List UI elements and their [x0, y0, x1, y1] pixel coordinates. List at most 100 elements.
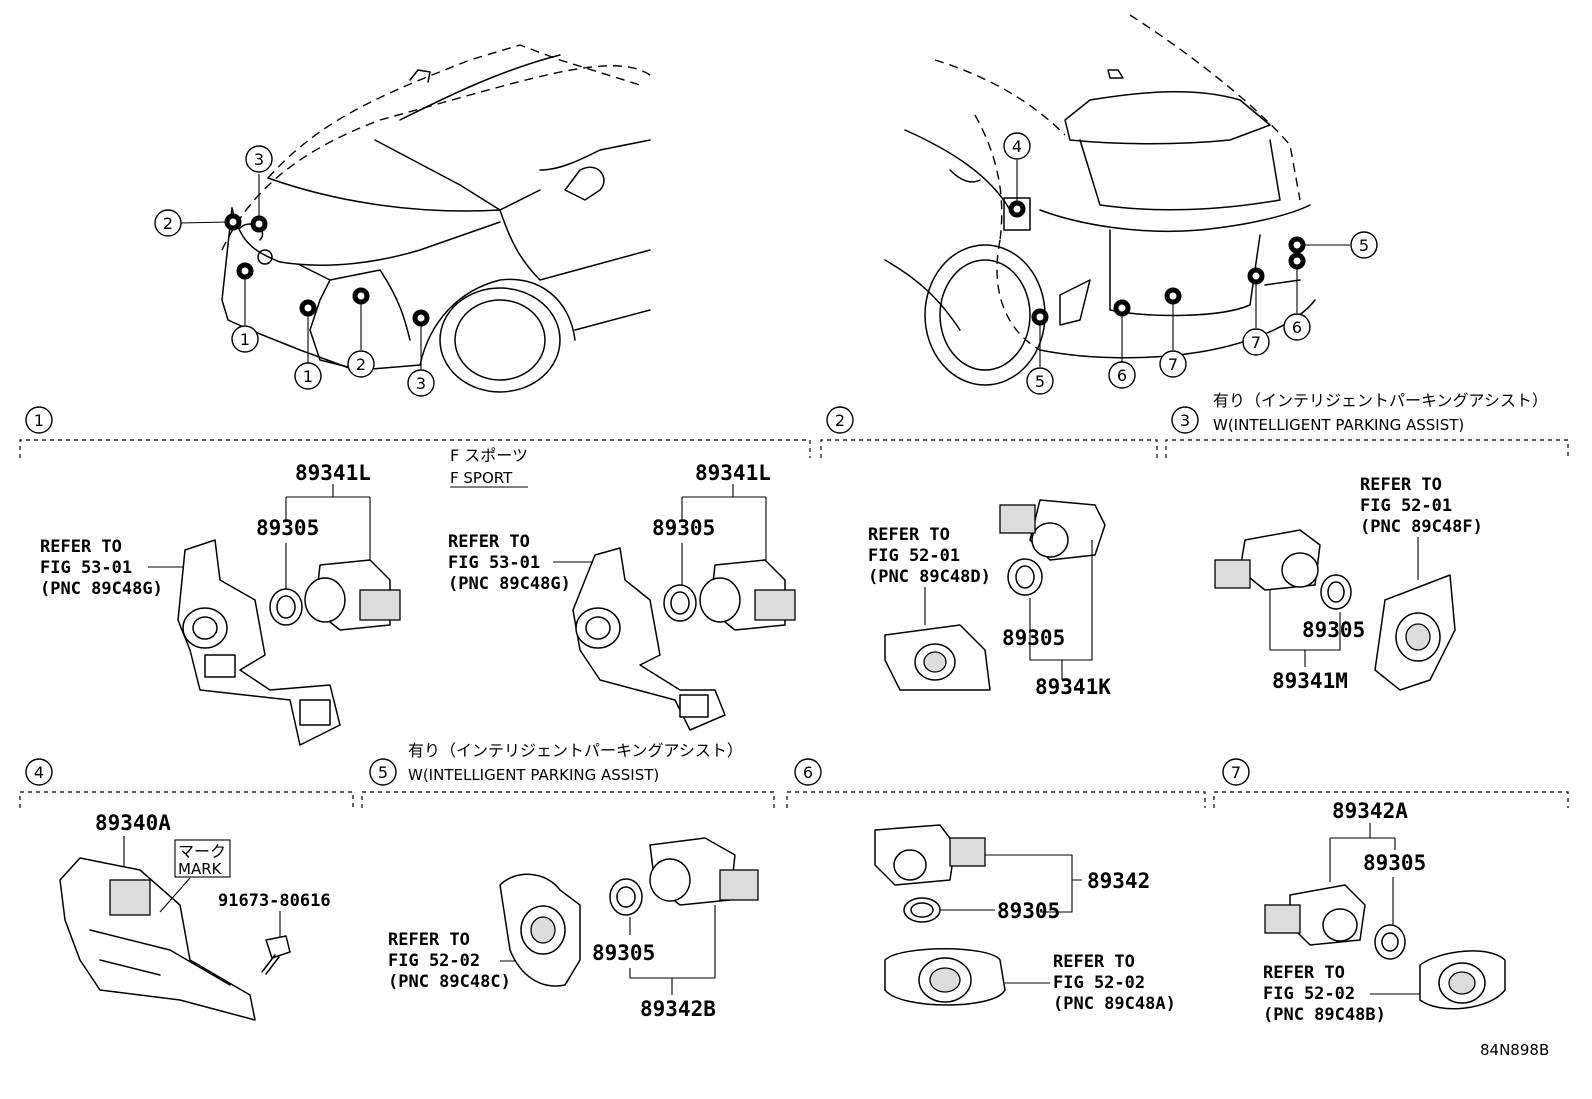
section-4-header: 4 [19, 758, 354, 808]
ref-s6-line3: (PNC 89C48A) [1053, 994, 1176, 1014]
rear-callout-6a: 6 [1283, 313, 1311, 341]
svg-text:3: 3 [254, 150, 264, 169]
svg-text:1: 1 [303, 367, 313, 386]
mark-jp: マーク [178, 842, 226, 861]
svg-text:5: 5 [378, 763, 388, 782]
ref-s2-line3: (PNC 89C48D) [868, 567, 991, 587]
front-callout-3a: 3 [245, 145, 273, 173]
rear-callout-4: 4 [1003, 132, 1031, 160]
part-89305-s6: 89305 [997, 899, 1060, 923]
rear-callout-5a: 5 [1350, 231, 1378, 259]
section-5-note-jp: 有り（インテリジェントパーキングアシスト） [408, 741, 743, 760]
section-3-content: REFER TO FIG 52-01 (PNC 89C48F) 89305 89… [1214, 475, 1483, 693]
ref-s2-line2: FIG 52-01 [868, 546, 960, 566]
section-6-header: 6 [786, 758, 1206, 808]
part-89341L-right: 89341L [695, 461, 771, 485]
section-2-content: REFER TO FIG 52-01 (PNC 89C48D) 89305 89… [868, 499, 1111, 699]
svg-text:6: 6 [1117, 366, 1127, 385]
section-5-note-en: W(INTELLIGENT PARKING ASSIST) [408, 766, 659, 784]
svg-text:2: 2 [163, 214, 173, 233]
svg-text:6: 6 [1292, 318, 1302, 337]
ref-s7-line2: FIG 52-02 [1263, 984, 1355, 1004]
part-89342: 89342 [1087, 869, 1150, 893]
svg-text:5: 5 [1035, 372, 1045, 391]
svg-text:7: 7 [1168, 355, 1178, 374]
section-4-content: 89340A マーク MARK 91673-80616 [59, 811, 331, 1021]
front-car-illustration [221, 44, 651, 393]
ref-s5-line3: (PNC 89C48C) [388, 972, 511, 992]
rear-callout-5b: 5 [1026, 367, 1054, 395]
part-89305-s5: 89305 [592, 941, 655, 965]
svg-text:6: 6 [803, 763, 813, 782]
front-callout-3b: 3 [407, 369, 435, 397]
mark-label-box [174, 839, 231, 878]
svg-text:3: 3 [416, 374, 426, 393]
section-6-content: 89342 89305 REFER TO FIG 52-02 (PNC 89C4… [874, 824, 1176, 1014]
part-89341L-left: 89341L [295, 461, 371, 485]
svg-text:4: 4 [1012, 137, 1022, 156]
part-89342A: 89342A [1332, 799, 1408, 823]
rear-callout-7a: 7 [1159, 350, 1187, 378]
svg-text:3: 3 [1180, 411, 1190, 430]
ref-s1-left-line3: (PNC 89C48G) [40, 579, 163, 599]
f-sport-en: F SPORT [450, 469, 513, 487]
section-5-content: REFER TO FIG 52-02 (PNC 89C48C) 89305 89… [388, 837, 759, 1021]
bolt-icon [261, 935, 291, 975]
part-89305-s2: 89305 [1002, 626, 1065, 650]
part-91673-80616: 91673-80616 [218, 891, 331, 911]
svg-text:5: 5 [1359, 236, 1369, 255]
ref-s5-line2: FIG 52-02 [388, 951, 480, 971]
ref-s3-line3: (PNC 89C48F) [1360, 517, 1483, 537]
part-89341M: 89341M [1272, 669, 1348, 693]
svg-text:7: 7 [1251, 333, 1261, 352]
rear-callout-7b: 7 [1242, 328, 1270, 356]
front-callout-2b: 2 [347, 350, 375, 378]
section-1-header: 1 [19, 406, 811, 458]
front-callout-1a: 1 [231, 325, 259, 353]
ref-s5-line1: REFER TO [388, 930, 470, 950]
part-89305-s1-right: 89305 [652, 516, 715, 540]
svg-text:4: 4 [34, 763, 44, 782]
ref-s3-line1: REFER TO [1360, 475, 1442, 495]
section-3-header: 3 有り（インテリジェントパーキングアシスト） W(INTELLIGENT PA… [1165, 391, 1569, 458]
section-3-note-en: W(INTELLIGENT PARKING ASSIST) [1213, 416, 1464, 434]
rear-sensor-points [1008, 160, 1350, 367]
front-callout-2a: 2 [154, 209, 182, 237]
front-callout-1b: 1 [294, 362, 322, 390]
section-5-header: 5 有り（インテリジェントパーキングアシスト） W(INTELLIGENT PA… [361, 741, 775, 808]
part-89340A: 89340A [95, 811, 171, 835]
part-89342B: 89342B [640, 997, 716, 1021]
section-2-header: 2 [820, 406, 1158, 458]
svg-text:1: 1 [34, 411, 44, 430]
section-3-note-jp: 有り（インテリジェントパーキングアシスト） [1213, 391, 1548, 410]
part-89341K: 89341K [1035, 675, 1111, 699]
section-7-header: 7 [1213, 758, 1569, 808]
ref-s1-left-line1: REFER TO [40, 537, 122, 557]
rear-callout-6b: 6 [1108, 361, 1136, 389]
ref-s3-line2: FIG 52-01 [1360, 496, 1452, 516]
ref-s1-right-line1: REFER TO [448, 532, 530, 552]
diagram-id: 84N898B [1480, 1041, 1549, 1059]
section-1-content: F スポーツ F SPORT 89341L 89305 REFER TO FIG… [40, 446, 796, 746]
ref-s2-line1: REFER TO [868, 525, 950, 545]
part-89305-s1-left: 89305 [256, 516, 319, 540]
ref-s7-line1: REFER TO [1263, 963, 1345, 983]
ref-s1-left-line2: FIG 53-01 [40, 558, 132, 578]
ref-s1-right-line2: FIG 53-01 [448, 553, 540, 573]
part-89305-s3: 89305 [1302, 618, 1365, 642]
section-7-content: 89342A 89305 REFER TO FIG 52-02 (PNC 89C… [1263, 799, 1506, 1025]
svg-text:7: 7 [1231, 763, 1241, 782]
ref-s6-line1: REFER TO [1053, 952, 1135, 972]
svg-text:2: 2 [356, 355, 366, 374]
f-sport-jp: F スポーツ [450, 446, 528, 465]
svg-text:2: 2 [835, 411, 845, 430]
rear-car-illustration [884, 14, 1316, 386]
front-sensor-points [180, 174, 430, 369]
ref-s6-line2: FIG 52-02 [1053, 973, 1145, 993]
svg-text:1: 1 [240, 330, 250, 349]
mark-en: MARK [178, 860, 223, 878]
ref-s7-line3: (PNC 89C48B) [1263, 1005, 1386, 1025]
part-89305-s7: 89305 [1363, 851, 1426, 875]
ref-s1-right-line3: (PNC 89C48G) [448, 574, 571, 594]
